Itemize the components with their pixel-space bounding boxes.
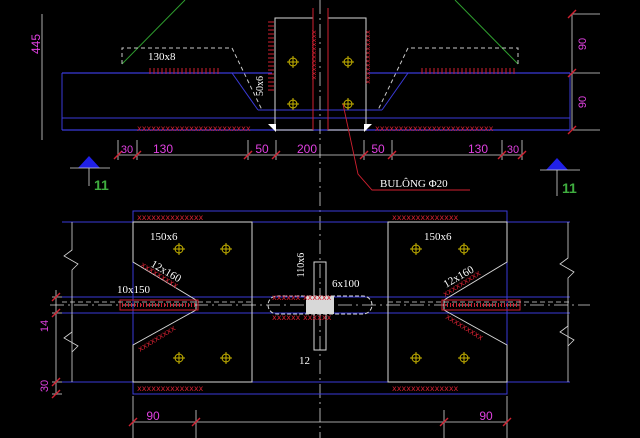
dim-445: 445 — [29, 34, 43, 54]
dim-50-left: 50 — [255, 142, 269, 156]
label-6x100: 6x100 — [332, 278, 360, 290]
dim-130-right: 130 — [468, 142, 488, 156]
dim-14: 14 — [39, 320, 51, 332]
cross-center — [306, 296, 334, 314]
beam-slope-left — [231, 72, 259, 111]
dim-lines-top — [41, 13, 600, 160]
weld-x-slope-lr: xxxxxxxxx — [444, 312, 485, 342]
weld-x-plan-bot-left: xxxxxxxxxxxxxx — [137, 384, 204, 393]
gusset-edge-right — [454, 0, 519, 65]
splice-plate-right — [327, 17, 367, 131]
weld-x-col-left: xxxxxxxxxxxx — [310, 30, 318, 80]
label-10x150: 10x150 — [117, 284, 151, 296]
weld-x-cross-b: xxxxxx xxxxxx — [272, 313, 332, 322]
web-bar-left — [119, 299, 199, 311]
section-mark-right: 11 — [562, 180, 577, 196]
hidden-outline-left — [121, 47, 263, 111]
dim-30-right: 30 — [507, 144, 519, 156]
bolt-leader — [342, 103, 470, 191]
section-arrow-left — [70, 156, 110, 186]
gusset-left — [132, 221, 253, 383]
break-line-right-2 — [559, 315, 575, 347]
weld-comb-top-right — [421, 68, 515, 74]
label-12: 12 — [299, 355, 310, 367]
dim-90-plan-left: 90 — [146, 409, 160, 423]
dim-ticks-top — [113, 9, 577, 160]
weld-x-plan-bot-right: xxxxxxxxxxxxxx — [392, 384, 459, 393]
dim-30-plan: 30 — [39, 380, 51, 392]
elevation-view: xxxxxxxxxxxxxxxxxxxxxxxx xxxxxxxxxxxxxxx… — [29, 0, 600, 438]
bolt-group-plan — [173, 243, 470, 364]
break-line-left-2 — [63, 315, 79, 353]
weld-comb-top-left — [149, 68, 219, 74]
weld-x-slope-ll: xxxxxxxxx — [136, 323, 177, 353]
hidden-outline-right — [377, 47, 519, 111]
splice-plate-left — [274, 17, 314, 131]
label-150x6-left: 150x6 — [150, 231, 178, 243]
dim-ticks-plan — [51, 292, 512, 427]
weld-x-cross: xxxxxx xxxxxx — [272, 293, 332, 302]
bolt-group-top — [287, 56, 354, 110]
dim-50-right: 50 — [371, 142, 385, 156]
section-arrow-right — [540, 158, 580, 196]
weld-x-plan-top-right: xxxxxxxxxxxxxx — [392, 213, 459, 222]
weld-label-50x6: 50x6 — [255, 76, 266, 96]
dim-90-b: 90 — [577, 96, 589, 108]
weld-x-row-left: xxxxxxxxxxxxxxxxxxxxxxxx — [137, 124, 251, 133]
bolt-callout-label: BULÔNG Φ20 — [380, 178, 448, 190]
fillet-left — [268, 124, 276, 132]
break-line-left — [63, 222, 79, 382]
dim-200: 200 — [297, 142, 317, 156]
fillet-right — [364, 124, 372, 132]
weld-x-plan-top-left: xxxxxxxxxxxxxx — [137, 213, 204, 222]
weld-label-130x8: 130x8 — [148, 51, 176, 63]
web-bar-right — [441, 299, 521, 311]
dim-90-plan-right: 90 — [479, 409, 493, 423]
beam-slope-right — [381, 72, 409, 111]
plan-flange-plate — [132, 210, 508, 395]
weld-x-col-right: xxxxxxxxxxxxx — [364, 30, 372, 84]
dim-90-a: 90 — [577, 38, 589, 50]
break-line-right — [559, 222, 575, 382]
gusset-edge-left — [121, 0, 186, 65]
label-150x6-right: 150x6 — [424, 231, 452, 243]
section-mark-left: 11 — [94, 177, 109, 193]
plan-view: xxxxxxxxxxxxxx xxxxxxxxxxxxxx xxxxxxxxxx… — [39, 210, 590, 438]
label-110x6: 110x6 — [296, 253, 307, 278]
gusset-right — [387, 221, 508, 383]
dim-30-left: 30 — [121, 144, 133, 156]
weld-x-row-right: xxxxxxxxxxxxxxxxxxxxxxxxx — [375, 124, 494, 133]
weld-comb-vertical — [268, 21, 274, 91]
dim-130-left: 130 — [153, 142, 173, 156]
